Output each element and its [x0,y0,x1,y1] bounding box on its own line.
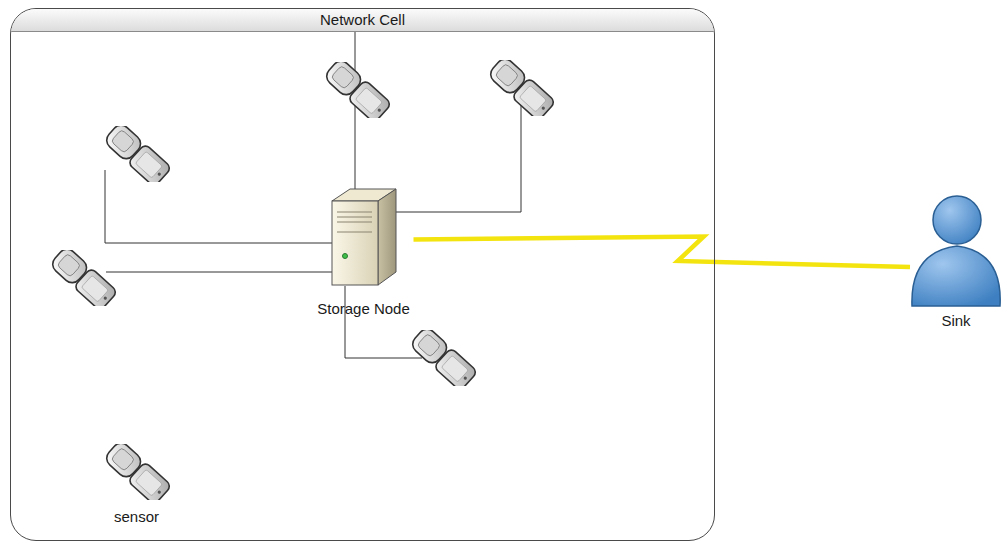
server-icon-part [343,254,348,259]
sensor-phone-part [487,56,556,121]
sensor-node: sensor [102,440,172,526]
server-icon-part [332,201,378,285]
server-icon-part [337,232,372,233]
sensor-wire-part [378,104,521,212]
sensor-phone-part [103,440,172,505]
wireless-link [414,237,911,268]
network-cell: Network CellStorage Node sensor [10,8,715,541]
sensor-wire [105,31,521,358]
storage-node: Storage Node [314,186,414,318]
server-icon-part [337,222,372,223]
sensor-wire-part [106,272,333,273]
person-icon-part [933,196,981,244]
sensor-phone-part [409,326,478,391]
server-icon [332,189,396,285]
cell-title: Network Cell [320,9,405,31]
sensor-phone-part [323,58,392,123]
sensor-wire-part [345,286,422,358]
node-label: Storage Node [314,300,414,318]
node-label: Sink [910,312,1002,330]
sensor-phone-part [103,122,172,187]
sensor-phone-part [49,246,118,311]
person-icon-part [912,246,1000,306]
person-icon [912,196,1000,306]
sensor-wire-part [105,170,333,243]
server-icon-part [337,217,372,218]
cell-header-band: Network Cell [11,9,714,32]
sink-node: Sink [910,194,1002,330]
node-label: sensor [102,508,172,526]
server-icon-part [378,189,396,285]
sensor-wire-part [355,31,356,196]
sensor-phone [49,56,556,505]
server-icon-part [337,212,372,213]
